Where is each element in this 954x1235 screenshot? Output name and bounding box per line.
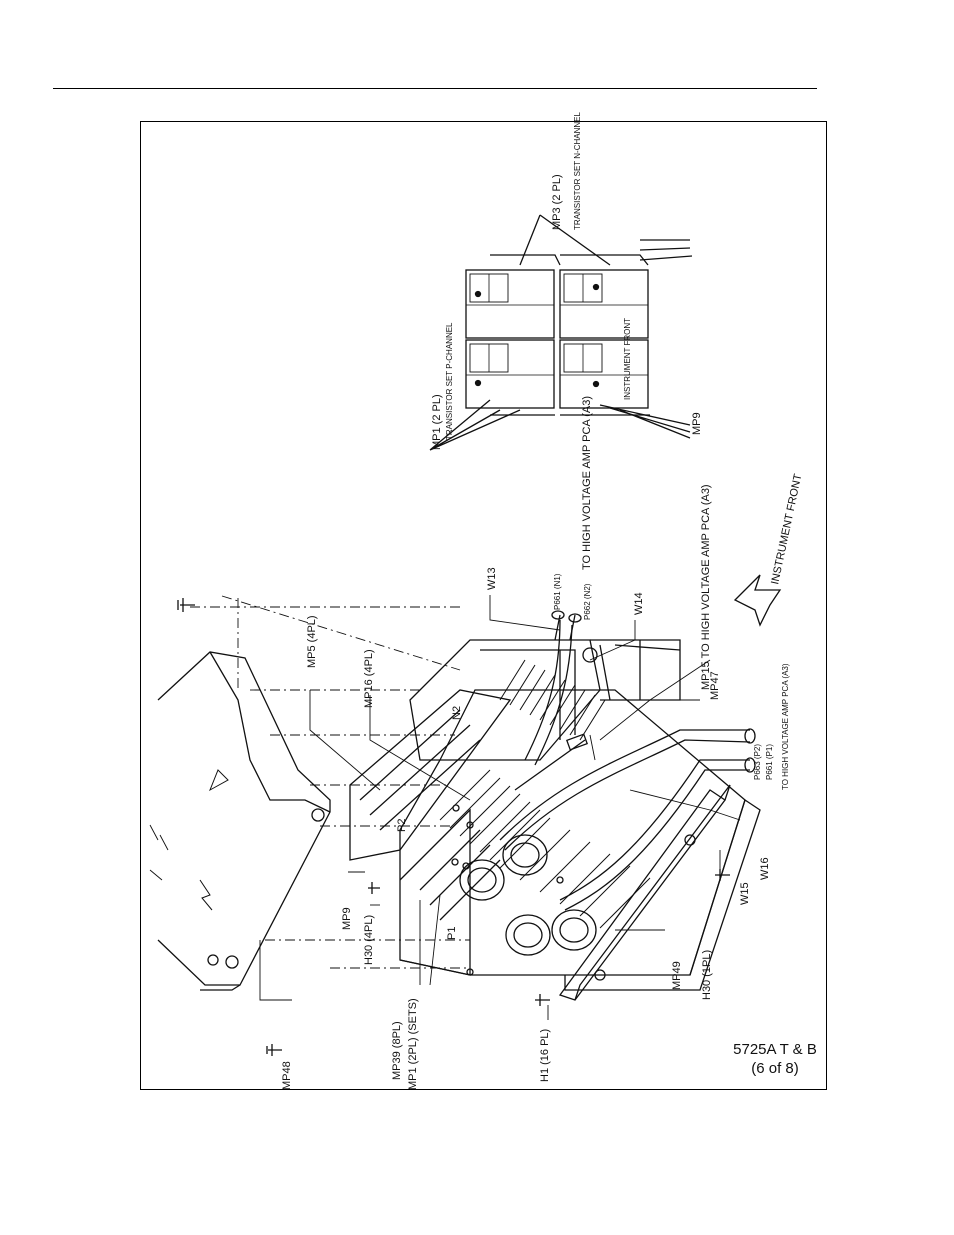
- label-p1: P1: [446, 927, 458, 940]
- callout-mp39: MP39 (8PL): [391, 1021, 403, 1080]
- callout-to-hv-amp-1: TO HIGH VOLTAGE AMP PCA (A3): [581, 396, 593, 570]
- callout-transistor-p: TRANSISTOR SET P-CHANNEL: [445, 322, 454, 440]
- callout-p662-n2: P662 (N2): [583, 583, 592, 620]
- callout-h30-1pl: H30 (1PL): [701, 950, 713, 1000]
- figure-caption: 5725A T & B (6 of 8): [728, 1040, 822, 1078]
- cables: [499, 610, 756, 911]
- callout-mp1-sets: MP1 (2PL) (SETS): [407, 998, 419, 1090]
- label-n2: N2: [451, 706, 463, 720]
- header-rule: [53, 88, 817, 89]
- callout-h1: H1 (16 PL): [539, 1029, 551, 1082]
- transistors: [451, 804, 597, 976]
- callout-labels: MP48 MP5 (4PL) MP16 (4PL) MP9 H30 (4PL) …: [281, 112, 804, 1090]
- callout-p663: P663 (P2): [753, 744, 762, 780]
- callout-mp9-inset: MP9: [691, 412, 703, 435]
- callout-mp15: MP15 TO HIGH VOLTAGE AMP PCA (A3): [700, 484, 712, 690]
- callout-w16: W16: [759, 857, 771, 880]
- callout-to-hv-amp-3: TO HIGH VOLTAGE AMP PCA (A3): [781, 663, 790, 790]
- callout-h30-4pl: H30 (4PL): [363, 915, 375, 965]
- transistor-set-inset: [429, 214, 693, 451]
- callout-mp9: MP9: [341, 907, 353, 930]
- callout-mp48: MP48: [281, 1061, 293, 1090]
- callout-mp16: MP16 (4PL): [363, 649, 375, 708]
- callout-p661: P661 (P1): [765, 744, 774, 780]
- caption-line-1: 5725A T & B: [733, 1041, 817, 1058]
- label-p2: P2: [396, 819, 408, 832]
- cover-plate: [149, 651, 331, 991]
- callout-p661-n1: P661 (N1): [553, 573, 562, 610]
- callout-w14: W14: [633, 592, 645, 615]
- instrument-front-arrow: [733, 574, 782, 627]
- caption-line-2: (6 of 8): [751, 1060, 799, 1077]
- callout-w13: W13: [486, 567, 498, 590]
- callout-mp1-2pl: MP1 (2 PL): [431, 394, 443, 450]
- figure-frame: [140, 121, 827, 1090]
- leader-lines: [259, 595, 741, 1020]
- screws: [177, 598, 730, 1056]
- exploded-view-guides: [190, 595, 470, 969]
- callout-mp5: MP5 (4PL): [306, 615, 318, 668]
- heatsink-assembly: [349, 639, 761, 1001]
- callout-mp47: MP47: [709, 671, 721, 700]
- callout-transistor-n: TRANSISTOR SET N-CHANNEL: [573, 112, 582, 230]
- callout-mp3-2pl: MP3 (2 PL): [551, 174, 563, 230]
- callout-instrument-front-inset: INSTRUMENT FRONT: [623, 318, 632, 400]
- callout-instrument-front: INSTRUMENT FRONT: [769, 472, 804, 585]
- callout-mp49: MP49: [671, 961, 683, 990]
- callout-w15: W15: [739, 882, 751, 905]
